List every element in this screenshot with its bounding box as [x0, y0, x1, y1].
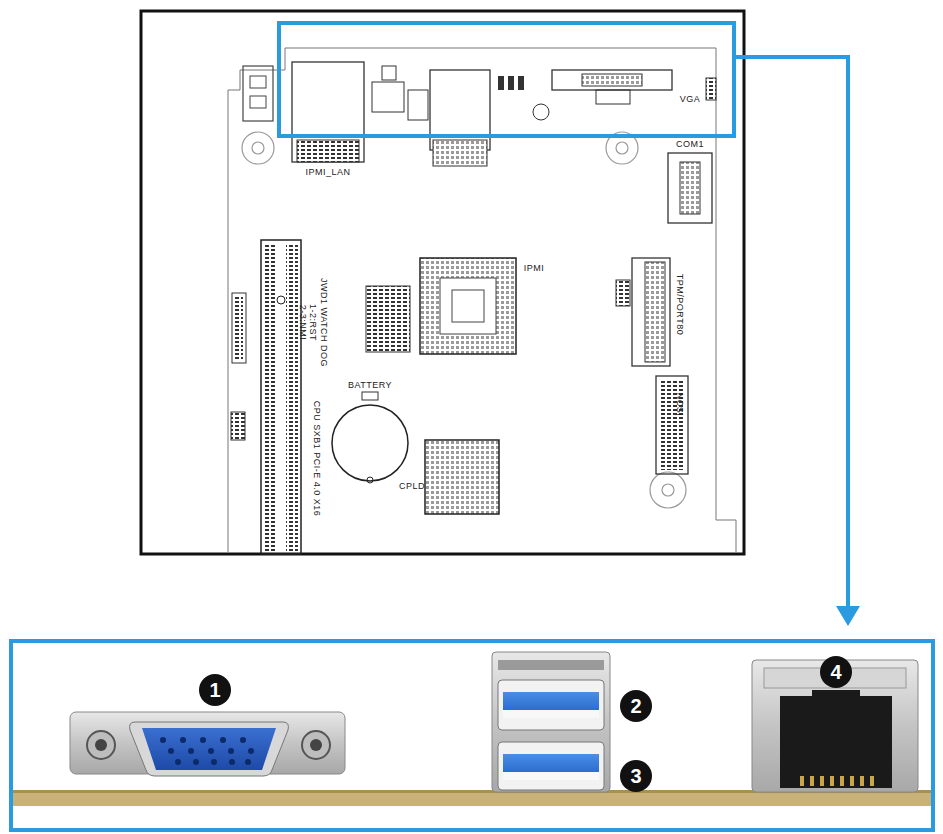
connector-label: IPMI_LAN [305, 168, 350, 177]
chip-label: IPMI [524, 264, 545, 273]
callout-number: 2 [630, 696, 641, 716]
callout-number: 4 [830, 662, 841, 682]
slot-label: CPU SXB1 PCI-E 4.0 X16 [312, 400, 321, 516]
battery-label: BATTERY [348, 381, 392, 390]
header-label: TPM/PORT80 [675, 273, 684, 334]
jumper-label: JWD1 WATCH DOG [319, 278, 328, 367]
jumper-label: 1-2:RST [308, 303, 317, 340]
callout-number: 3 [630, 766, 641, 786]
jumper-label: 2-3:NMI [298, 304, 307, 340]
connector-label: COM1 [676, 140, 704, 149]
chip-label: CPLD [399, 482, 425, 491]
header-label: NCSI [675, 392, 684, 416]
connector-label: VGA [680, 95, 701, 104]
callout-number: 1 [209, 680, 220, 700]
